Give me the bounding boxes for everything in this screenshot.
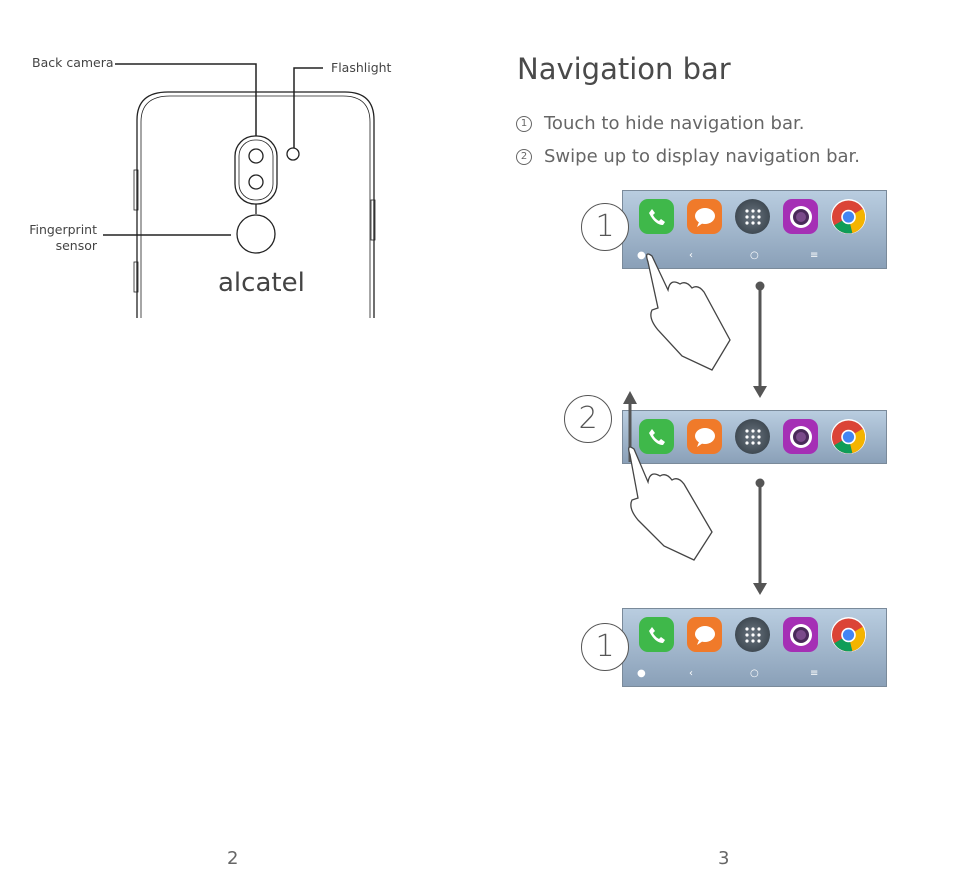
camera-module <box>234 135 278 205</box>
chrome-app-icon[interactable] <box>831 617 866 652</box>
back-camera-label: Back camera <box>32 55 114 70</box>
step-marker-1: 1 <box>581 203 629 251</box>
phone-back-diagram <box>103 63 376 318</box>
step-2: 2 Swipe up to display navigation bar. <box>516 146 860 167</box>
navigation-bar-strip-visible: ● ‹ ○ ≡ <box>622 190 887 269</box>
messages-app-icon[interactable] <box>687 617 722 652</box>
fingerprint-label-line2: sensor <box>55 238 97 253</box>
step-1: 1 Touch to hide navigation bar. <box>516 113 804 134</box>
navigation-bar-strip-visible: ● ‹ ○ ≡ <box>622 608 887 687</box>
hand-icon <box>646 253 731 371</box>
back-icon[interactable]: ‹ <box>689 250 693 261</box>
camera-app-icon[interactable] <box>783 617 818 652</box>
recents-icon[interactable]: ≡ <box>810 668 819 679</box>
phone-app-icon[interactable] <box>639 419 674 454</box>
flashlight-label: Flashlight <box>331 60 392 75</box>
back-icon[interactable]: ‹ <box>689 668 693 679</box>
page-number-left: 2 <box>227 848 239 869</box>
gesture-arrows <box>623 253 767 595</box>
camera-app-icon[interactable] <box>783 199 818 234</box>
chrome-app-icon[interactable] <box>831 199 866 234</box>
camera-app-icon[interactable] <box>783 419 818 454</box>
navigation-buttons: ● ‹ ○ ≡ <box>623 248 886 266</box>
navigation-buttons: ● ‹ ○ ≡ <box>623 666 886 684</box>
step-number: 2 <box>516 149 532 165</box>
apps-app-icon[interactable] <box>735 199 770 234</box>
step-text: Swipe up to display navigation bar. <box>544 146 861 167</box>
page-title: Navigation bar <box>517 52 731 86</box>
step-number: 1 <box>516 116 532 132</box>
pin-icon[interactable]: ● <box>637 668 646 679</box>
hand-icon <box>628 446 713 561</box>
chrome-app-icon[interactable] <box>831 419 866 454</box>
phone-app-icon[interactable] <box>639 199 674 234</box>
fingerprint-label: Fingerprint sensor <box>27 222 97 254</box>
camera-lens-1 <box>248 148 264 164</box>
apps-app-icon[interactable] <box>735 419 770 454</box>
step-text: Touch to hide navigation bar. <box>544 113 805 134</box>
fingerprint-label-line1: Fingerprint <box>29 222 97 237</box>
step-marker-2: 2 <box>564 395 612 443</box>
step-marker-1-repeat: 1 <box>581 623 629 671</box>
alcatel-logo: alcatel <box>218 268 305 298</box>
page-number-right: 3 <box>718 848 730 869</box>
messages-app-icon[interactable] <box>687 419 722 454</box>
messages-app-icon[interactable] <box>687 199 722 234</box>
pin-icon[interactable]: ● <box>637 250 646 261</box>
fingerprint-sensor <box>236 214 276 254</box>
camera-lens-2 <box>248 174 264 190</box>
phone-app-icon[interactable] <box>639 617 674 652</box>
home-icon[interactable]: ○ <box>750 668 759 679</box>
recents-icon[interactable]: ≡ <box>810 250 819 261</box>
flashlight <box>286 147 300 161</box>
home-icon[interactable]: ○ <box>750 250 759 261</box>
apps-app-icon[interactable] <box>735 617 770 652</box>
navigation-bar-strip-hidden <box>622 410 887 464</box>
